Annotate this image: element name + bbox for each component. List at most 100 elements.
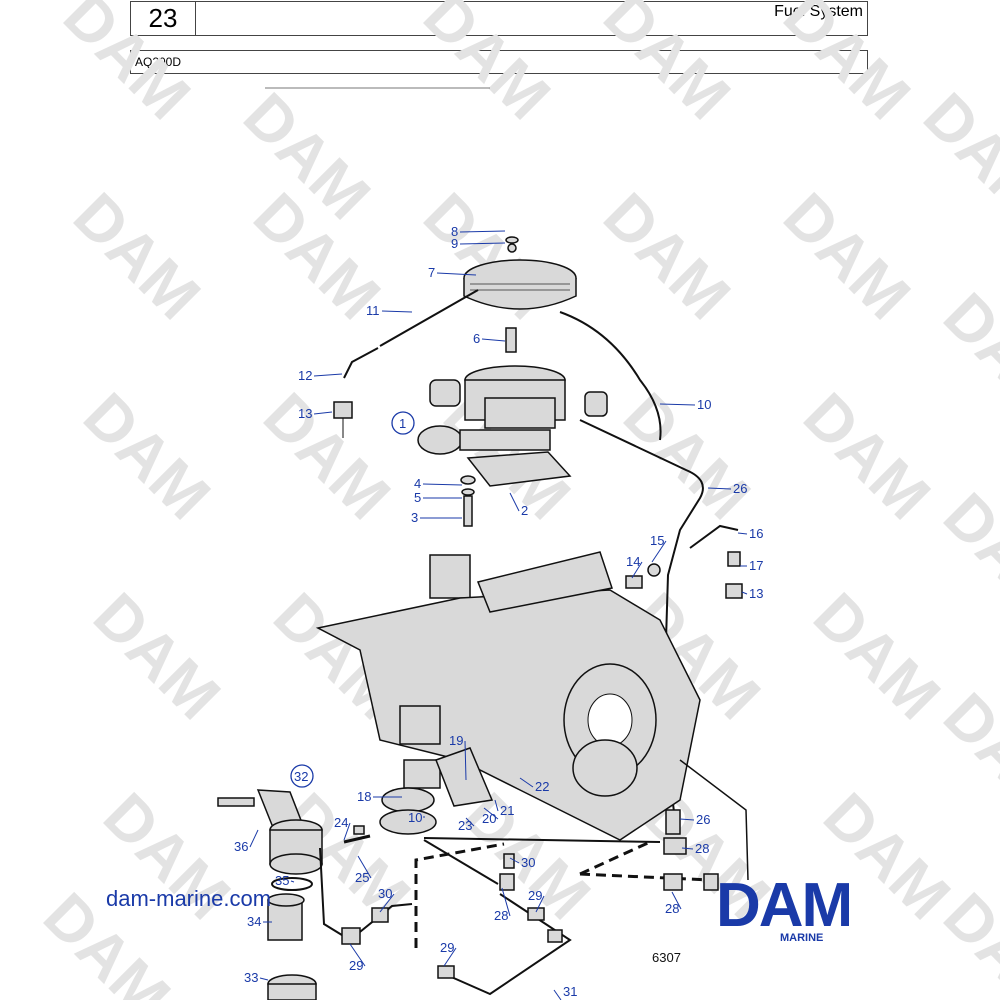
- callout-label: 10: [697, 397, 711, 412]
- callout-leader: [483, 807, 499, 820]
- air-cleaner: [463, 236, 577, 310]
- carburetor: [417, 365, 608, 455]
- watermark-text: DAM: [250, 379, 404, 533]
- watermark-text: DAM: [50, 0, 204, 133]
- callout-leader: [464, 740, 467, 781]
- callout-leader: [535, 895, 545, 913]
- callout-leader: [290, 880, 295, 883]
- callout-label: 3: [411, 510, 418, 525]
- callout-leader: [501, 887, 511, 917]
- callout-leader: [422, 483, 463, 486]
- callout-label: 31: [563, 984, 577, 999]
- drawing-number: 6307: [652, 950, 681, 965]
- website-label: dam-marine.com: [106, 886, 272, 911]
- callout-leader: [659, 403, 696, 406]
- callout-leader: [553, 989, 562, 1000]
- watermark-text: DAM: [800, 579, 954, 733]
- model-box: AQ200D: [130, 50, 868, 74]
- callout-label: 28: [665, 901, 679, 916]
- callout-label: 35: [275, 873, 289, 888]
- callout-label: 14: [626, 554, 640, 569]
- fuel-pump: [379, 747, 494, 835]
- callout-leader: [519, 777, 534, 788]
- callout-label: 32: [294, 769, 308, 784]
- callout-leader: [681, 847, 694, 850]
- watermark-text: DAM: [410, 179, 564, 333]
- callout-label: 28: [695, 841, 709, 856]
- engine-block: [315, 551, 701, 841]
- watermark-text: DAM: [60, 179, 214, 333]
- callout-leader: [381, 310, 413, 313]
- callout-label: 22: [535, 779, 549, 794]
- callout-label: 8: [451, 224, 458, 239]
- callout-leader: [343, 822, 351, 841]
- callout-circle: [290, 764, 314, 788]
- model-label: AQ200D: [135, 55, 182, 69]
- callout-leader: [349, 943, 366, 967]
- callout-label: 15: [650, 533, 664, 548]
- watermark-text: DAM: [590, 179, 744, 333]
- callout-label: 36: [234, 839, 248, 854]
- callout-label: 23: [458, 818, 472, 833]
- callout-label: 33: [244, 970, 258, 985]
- callout-leader: [459, 230, 506, 233]
- watermark-text: DAM: [930, 679, 1000, 833]
- callout-label: 16: [749, 526, 763, 541]
- callout-label: 6: [473, 331, 480, 346]
- callout-label: 1: [399, 416, 406, 431]
- callout-label: 12: [298, 368, 312, 383]
- watermark-text: DAM: [70, 379, 224, 533]
- callout-label: 30: [378, 886, 392, 901]
- watermark-text: DAM: [930, 479, 1000, 633]
- callout-label: 30: [521, 855, 535, 870]
- watermark-text: DAM: [910, 79, 1000, 233]
- section-title: Fuel System: [774, 3, 863, 20]
- brand-sub: MARINE: [780, 932, 824, 944]
- callout-leader: [651, 540, 667, 563]
- callout-label: 24: [334, 815, 348, 830]
- callout-label: 17: [749, 558, 763, 573]
- fuel-filter: [217, 789, 323, 1000]
- callout-label: 7: [428, 265, 435, 280]
- callout-leader: [357, 855, 372, 879]
- callout-leader: [459, 242, 506, 245]
- callout-leader: [436, 272, 477, 276]
- callout-leader: [494, 799, 499, 812]
- callout-label: 26: [696, 812, 710, 827]
- callout-label: 29: [528, 888, 542, 903]
- page-number: 23: [131, 2, 196, 35]
- callout-leader: [741, 591, 748, 595]
- callout-leader: [379, 893, 395, 913]
- brand-logo: DAM: [716, 871, 853, 940]
- header-box: 23 Fuel System: [130, 1, 868, 36]
- callout-leader: [481, 338, 506, 342]
- watermark-text: DAM: [790, 379, 944, 533]
- callout-label: 10: [408, 810, 422, 825]
- callout-leader: [465, 817, 475, 827]
- callout-leader: [509, 492, 520, 512]
- callout-label: 28: [494, 908, 508, 923]
- callout-label: 29: [440, 940, 454, 955]
- callout-label: 5: [414, 490, 421, 505]
- callout-label: 19: [449, 733, 463, 748]
- callout-leader: [737, 532, 748, 535]
- watermark-text: DAM: [80, 579, 234, 733]
- callout-label: 34: [247, 914, 261, 929]
- watermark-text: DAM: [770, 0, 924, 133]
- watermark-text: DAM: [610, 379, 764, 533]
- callout-label: 2: [521, 503, 528, 518]
- watermark-text: DAM: [930, 279, 1000, 433]
- watermark-text: DAM: [410, 0, 564, 133]
- callout-leader: [509, 857, 520, 864]
- callout-label: 20: [482, 811, 496, 826]
- watermark-text: DAM: [770, 179, 924, 333]
- callout-label: 13: [749, 586, 763, 601]
- callout-leader: [671, 891, 682, 910]
- callout-label: 26: [733, 481, 747, 496]
- callout-label: 18: [357, 789, 371, 804]
- watermark-text: DAM: [590, 0, 744, 133]
- callout-label: 25: [355, 870, 369, 885]
